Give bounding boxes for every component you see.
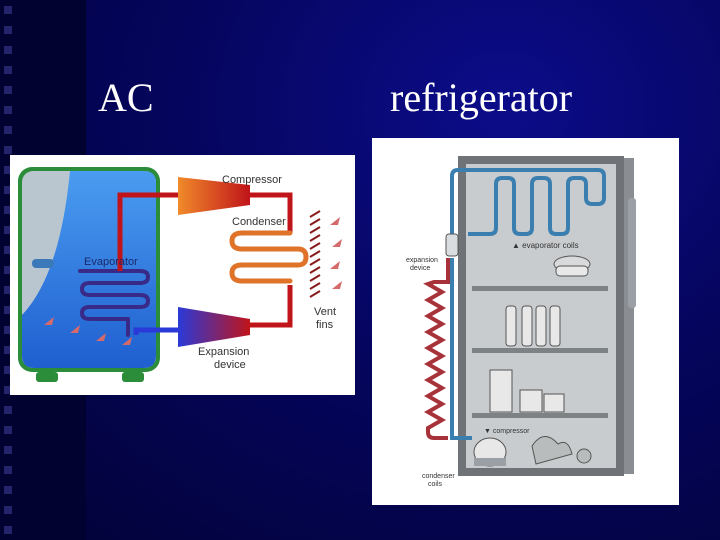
decorative-square xyxy=(4,126,12,134)
expansion-device-icon xyxy=(445,233,459,257)
condenser-label-1: condenser xyxy=(422,473,455,480)
expansion-device-icon xyxy=(178,307,250,347)
compressor-icon xyxy=(473,437,507,467)
evaporator-label: Evaporator xyxy=(84,256,138,268)
decorative-square xyxy=(4,406,12,414)
decorative-square xyxy=(4,66,12,74)
compressor-label: Compressor xyxy=(222,174,282,186)
condenser-label-2: coils xyxy=(428,481,443,488)
shelves xyxy=(472,286,608,418)
ac-unit xyxy=(18,167,160,382)
decorative-square xyxy=(4,386,12,394)
decorative-square xyxy=(4,26,12,34)
decorative-square xyxy=(4,326,12,334)
decorative-square xyxy=(4,146,12,154)
decorative-square xyxy=(4,486,12,494)
decorative-square xyxy=(4,186,12,194)
evaporator-coils-label: ▲ evaporator coils xyxy=(512,241,579,250)
decorative-square xyxy=(4,206,12,214)
refrigerant-pipes xyxy=(117,192,293,335)
decorative-square xyxy=(4,86,12,94)
decorative-square xyxy=(4,226,12,234)
decorative-square xyxy=(4,506,12,514)
decorative-square xyxy=(4,466,12,474)
decorative-square xyxy=(4,426,12,434)
decorative-square xyxy=(4,166,12,174)
decorative-square xyxy=(4,306,12,314)
decorative-square xyxy=(4,346,12,354)
condenser-coils xyxy=(423,258,450,440)
decorative-square xyxy=(4,46,12,54)
ac-diagram: Compressor Condenser Evaporator Vent fin… xyxy=(10,155,355,395)
condenser-coils xyxy=(229,230,309,284)
refrigerator-diagram: ▲ evaporator coils expansion device ▼ co… xyxy=(372,138,679,505)
vent-fins-label-2: fins xyxy=(316,319,334,331)
decorative-square xyxy=(4,106,12,114)
vent-fins xyxy=(309,210,321,298)
decorative-square xyxy=(4,286,12,294)
decorative-square xyxy=(4,526,12,534)
compressor-icon xyxy=(178,177,250,215)
food-items xyxy=(489,255,592,465)
evaporator-coils xyxy=(78,269,151,337)
compressor-label: ▼ compressor xyxy=(484,428,530,435)
decorative-square xyxy=(4,246,12,254)
decorative-square xyxy=(4,6,12,14)
expansion-label-1: expansion xyxy=(406,257,438,264)
decorative-square xyxy=(4,266,12,274)
vent-fins-label-1: Vent xyxy=(314,306,336,318)
evaporator-coils xyxy=(450,168,606,440)
condenser-label: Condenser xyxy=(232,216,286,228)
expansion-label-2: device xyxy=(214,359,246,371)
refrigerator-title: refrigerator xyxy=(390,75,573,120)
decorative-square xyxy=(4,366,12,374)
ac-title: AC xyxy=(98,75,154,120)
heat-arrows xyxy=(44,217,342,345)
expansion-label-1: Expansion xyxy=(198,346,249,358)
decorative-square xyxy=(4,446,12,454)
expansion-label-2: device xyxy=(410,265,430,272)
